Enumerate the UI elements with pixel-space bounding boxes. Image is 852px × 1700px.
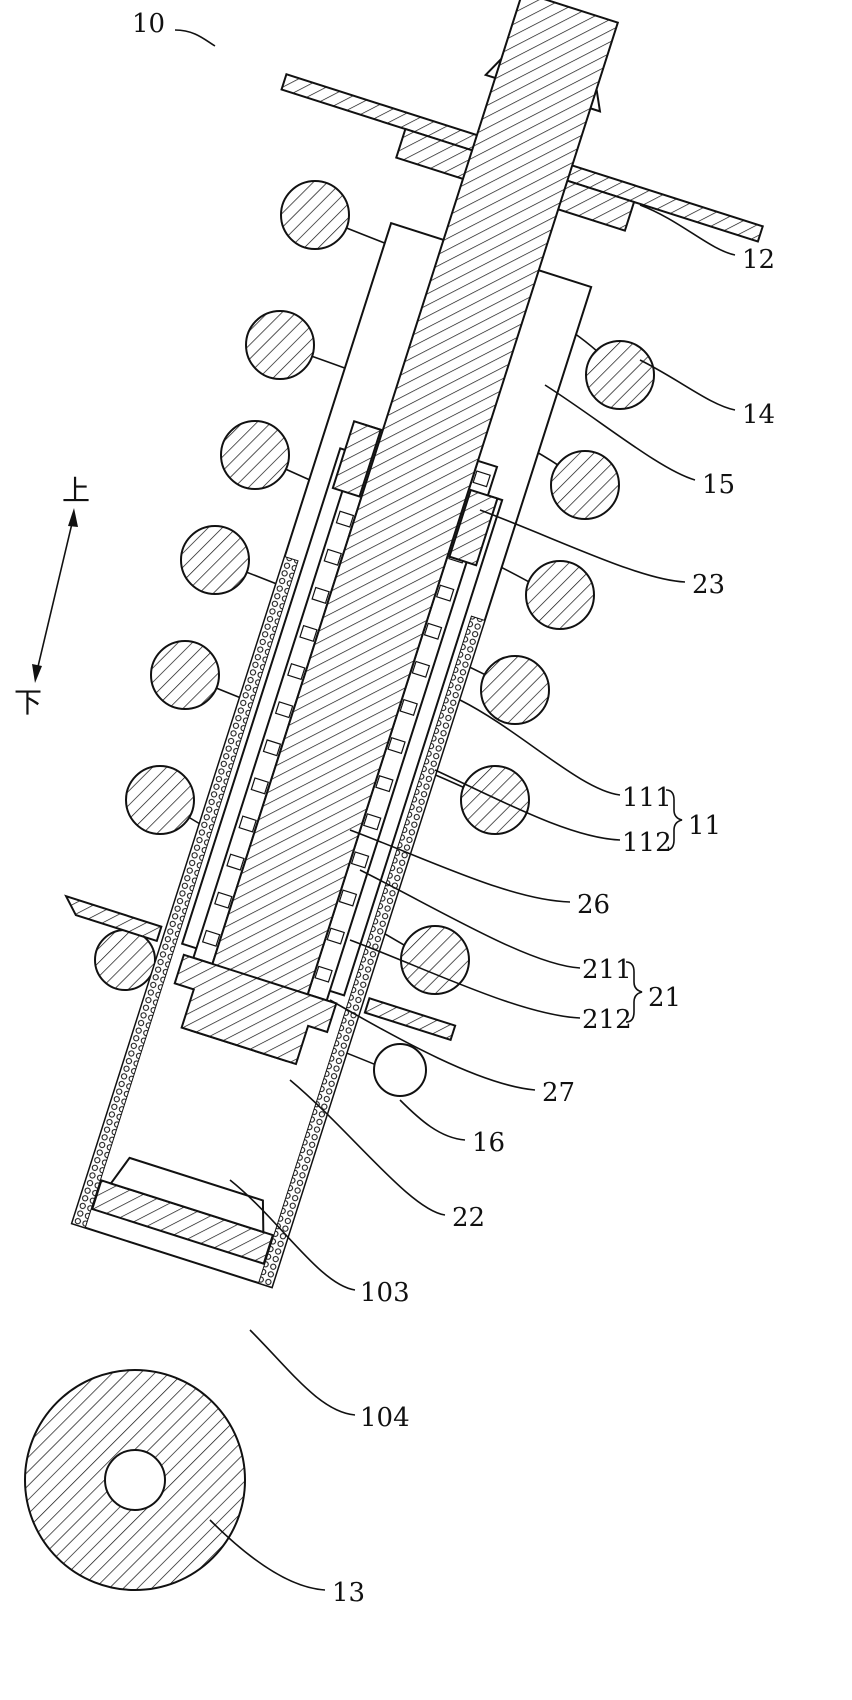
label-16: 16 bbox=[472, 1128, 505, 1158]
label-21: 21 bbox=[648, 983, 681, 1013]
reference-labels: 10 12 14 15 23 111 112 11 26 211 212 21 … bbox=[132, 9, 775, 1608]
direction-up-label: 上 bbox=[62, 474, 90, 507]
label-15: 15 bbox=[702, 470, 735, 500]
label-26: 26 bbox=[577, 890, 610, 920]
label-211: 211 bbox=[582, 955, 632, 985]
lower-eye-13 bbox=[24, 1369, 246, 1591]
label-22: 22 bbox=[452, 1203, 485, 1233]
label-13: 13 bbox=[332, 1578, 365, 1608]
damper-body bbox=[64, 0, 765, 1289]
label-10: 10 bbox=[132, 9, 165, 39]
leader-lines bbox=[174, 29, 736, 1591]
label-23: 23 bbox=[692, 570, 725, 600]
direction-arrow: 上 下 bbox=[14, 474, 90, 719]
label-103: 103 bbox=[360, 1278, 410, 1308]
label-111: 111 bbox=[622, 783, 672, 813]
label-27: 27 bbox=[542, 1078, 575, 1108]
label-11: 11 bbox=[688, 811, 721, 841]
label-12: 12 bbox=[742, 245, 775, 275]
label-112: 112 bbox=[622, 828, 672, 858]
label-14: 14 bbox=[742, 400, 775, 430]
direction-down-label: 下 bbox=[14, 686, 42, 719]
label-212: 212 bbox=[582, 1005, 632, 1035]
label-104: 104 bbox=[360, 1403, 410, 1433]
